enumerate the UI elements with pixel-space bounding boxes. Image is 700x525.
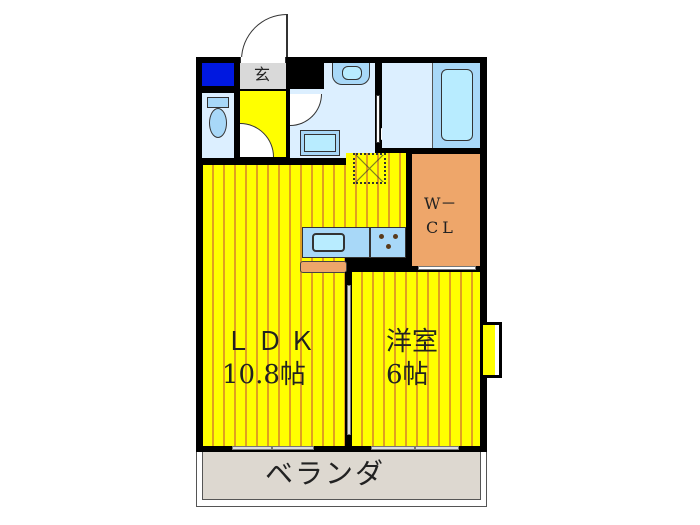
ldk-label: ＬＤＫ — [225, 327, 322, 357]
entry-door-leaf — [286, 14, 288, 59]
ldk-room — [203, 165, 346, 446]
fridge-space — [353, 153, 386, 184]
closet-door — [418, 266, 476, 270]
entry-hall — [240, 91, 286, 157]
washroom-wall-block — [290, 63, 324, 89]
closet-label-line1: W－ — [424, 194, 457, 213]
storage-closet — [202, 63, 234, 86]
balcony: ベランダ — [196, 452, 487, 507]
closet-label-line2: CL — [426, 218, 457, 237]
bathtub-area — [432, 63, 480, 148]
entry-door-swing — [241, 14, 287, 60]
ldk-window-right — [272, 446, 314, 450]
bathroom — [382, 63, 480, 148]
entrance-genkan: 玄 — [240, 63, 286, 89]
washing-machine — [300, 130, 340, 156]
western-window-right — [415, 446, 459, 450]
western-room-size-label: 6帖 — [386, 360, 429, 390]
western-window-left — [371, 446, 415, 450]
toilet-bowl — [209, 108, 227, 138]
entrance-label: 玄 — [254, 65, 271, 84]
side-window — [480, 322, 502, 378]
balcony-label: ベランダ — [265, 457, 386, 490]
toilet-room — [202, 93, 234, 158]
toilet-door-swing — [240, 123, 274, 157]
washbasin — [332, 63, 370, 85]
kitchen-sink — [312, 233, 345, 252]
kitchen-sink-counter — [302, 227, 370, 258]
entry-opening — [240, 57, 286, 63]
bathtub — [441, 69, 473, 141]
kitchen-counter-bar — [300, 261, 347, 273]
western-room-label: 洋室 — [386, 327, 439, 357]
toilet-tank — [207, 97, 229, 108]
washroom — [290, 63, 375, 158]
ldk-size-label: 10.8帖 — [222, 360, 306, 390]
western-room — [352, 272, 480, 446]
washroom-door-swing — [290, 94, 322, 126]
stove — [370, 227, 406, 258]
bath-door — [376, 95, 380, 143]
ldk-window-left — [232, 446, 272, 450]
walk-in-closet: W－ CL — [412, 154, 480, 266]
sliding-partition-door — [347, 285, 351, 435]
kitchen-partition-wall — [345, 258, 412, 272]
